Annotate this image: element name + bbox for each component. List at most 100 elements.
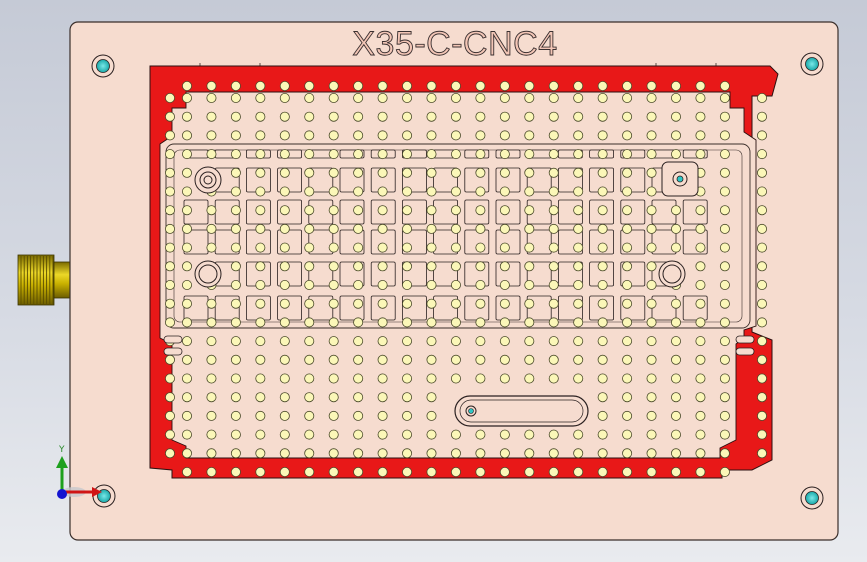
drill-hole[interactable] [622, 448, 633, 459]
drill-hole[interactable] [671, 81, 682, 92]
drill-hole[interactable] [279, 448, 290, 459]
drill-hole[interactable] [255, 448, 266, 459]
drill-hole[interactable] [671, 93, 682, 104]
drill-hole[interactable] [475, 130, 486, 141]
drill-hole[interactable] [573, 466, 584, 477]
drill-hole[interactable] [402, 336, 413, 347]
drill-hole[interactable] [524, 279, 535, 290]
drill-hole[interactable] [573, 167, 584, 178]
drill-hole[interactable] [353, 81, 364, 92]
drill-hole[interactable] [757, 317, 768, 328]
drill-hole[interactable] [230, 130, 241, 141]
drill-hole[interactable] [524, 205, 535, 216]
drill-hole[interactable] [646, 149, 657, 160]
drill-hole[interactable] [499, 81, 510, 92]
drill-hole[interactable] [230, 149, 241, 160]
drill-hole[interactable] [255, 279, 266, 290]
drill-hole[interactable] [475, 317, 486, 328]
drill-hole[interactable] [426, 149, 437, 160]
drill-hole[interactable] [402, 81, 413, 92]
drill-hole[interactable] [426, 373, 437, 384]
drill-hole[interactable] [695, 205, 706, 216]
drill-hole[interactable] [475, 298, 486, 309]
drill-hole[interactable] [695, 242, 706, 253]
drill-hole[interactable] [548, 242, 559, 253]
drill-hole[interactable] [230, 111, 241, 122]
countersunk-hole-icon[interactable] [91, 54, 115, 78]
drill-hole[interactable] [695, 130, 706, 141]
drill-hole[interactable] [622, 130, 633, 141]
drill-hole[interactable] [377, 317, 388, 328]
drill-hole[interactable] [304, 205, 315, 216]
drill-hole[interactable] [353, 392, 364, 403]
drill-hole[interactable] [450, 149, 461, 160]
drill-hole[interactable] [206, 336, 217, 347]
drill-hole[interactable] [671, 317, 682, 328]
drill-hole[interactable] [499, 149, 510, 160]
drill-hole[interactable] [206, 373, 217, 384]
drill-hole[interactable] [206, 466, 217, 477]
drill-hole[interactable] [304, 298, 315, 309]
drill-hole[interactable] [719, 149, 730, 160]
drill-hole[interactable] [475, 149, 486, 160]
drill-hole[interactable] [646, 130, 657, 141]
drill-hole[interactable] [646, 336, 657, 347]
drill-hole[interactable] [304, 279, 315, 290]
pocket-slot[interactable] [308, 229, 334, 255]
drill-hole[interactable] [646, 354, 657, 365]
drill-hole[interactable] [499, 298, 510, 309]
drill-hole[interactable] [164, 111, 175, 122]
drill-hole[interactable] [450, 336, 461, 347]
drill-hole[interactable] [548, 373, 559, 384]
drill-hole[interactable] [206, 429, 217, 440]
drill-hole[interactable] [499, 317, 510, 328]
drill-hole[interactable] [377, 130, 388, 141]
drill-hole[interactable] [353, 186, 364, 197]
drill-hole[interactable] [671, 130, 682, 141]
drill-hole[interactable] [353, 336, 364, 347]
drill-hole[interactable] [622, 167, 633, 178]
drill-hole[interactable] [279, 130, 290, 141]
drill-hole[interactable] [206, 130, 217, 141]
drill-hole[interactable] [499, 373, 510, 384]
drill-hole[interactable] [548, 223, 559, 234]
drill-hole[interactable] [255, 336, 266, 347]
drill-hole[interactable] [377, 279, 388, 290]
drill-hole[interactable] [353, 448, 364, 459]
drill-hole[interactable] [622, 223, 633, 234]
drill-hole[interactable] [671, 373, 682, 384]
drill-hole[interactable] [622, 149, 633, 160]
drill-hole[interactable] [353, 205, 364, 216]
drill-hole[interactable] [255, 93, 266, 104]
drill-hole[interactable] [524, 448, 535, 459]
drill-hole[interactable] [255, 317, 266, 328]
drill-hole[interactable] [328, 448, 339, 459]
drill-hole[interactable] [719, 373, 730, 384]
drill-hole[interactable] [524, 429, 535, 440]
drill-hole[interactable] [450, 205, 461, 216]
drill-hole[interactable] [304, 130, 315, 141]
drill-hole[interactable] [164, 130, 175, 141]
drill-hole[interactable] [328, 336, 339, 347]
drill-hole[interactable] [377, 392, 388, 403]
drill-hole[interactable] [402, 410, 413, 421]
drill-hole[interactable] [573, 317, 584, 328]
drill-hole[interactable] [230, 354, 241, 365]
drill-hole[interactable] [548, 354, 559, 365]
drill-hole[interactable] [230, 205, 241, 216]
drill-hole[interactable] [377, 186, 388, 197]
drill-hole[interactable] [719, 298, 730, 309]
drill-hole[interactable] [524, 81, 535, 92]
drill-hole[interactable] [524, 298, 535, 309]
drill-hole[interactable] [230, 279, 241, 290]
drill-hole[interactable] [548, 149, 559, 160]
drill-hole[interactable] [353, 149, 364, 160]
drill-hole[interactable] [622, 81, 633, 92]
drill-hole[interactable] [719, 167, 730, 178]
drill-hole[interactable] [646, 410, 657, 421]
drill-hole[interactable] [499, 466, 510, 477]
drill-hole[interactable] [622, 205, 633, 216]
drill-hole[interactable] [402, 429, 413, 440]
drill-hole[interactable] [377, 261, 388, 272]
pocket-slot[interactable] [308, 261, 334, 287]
